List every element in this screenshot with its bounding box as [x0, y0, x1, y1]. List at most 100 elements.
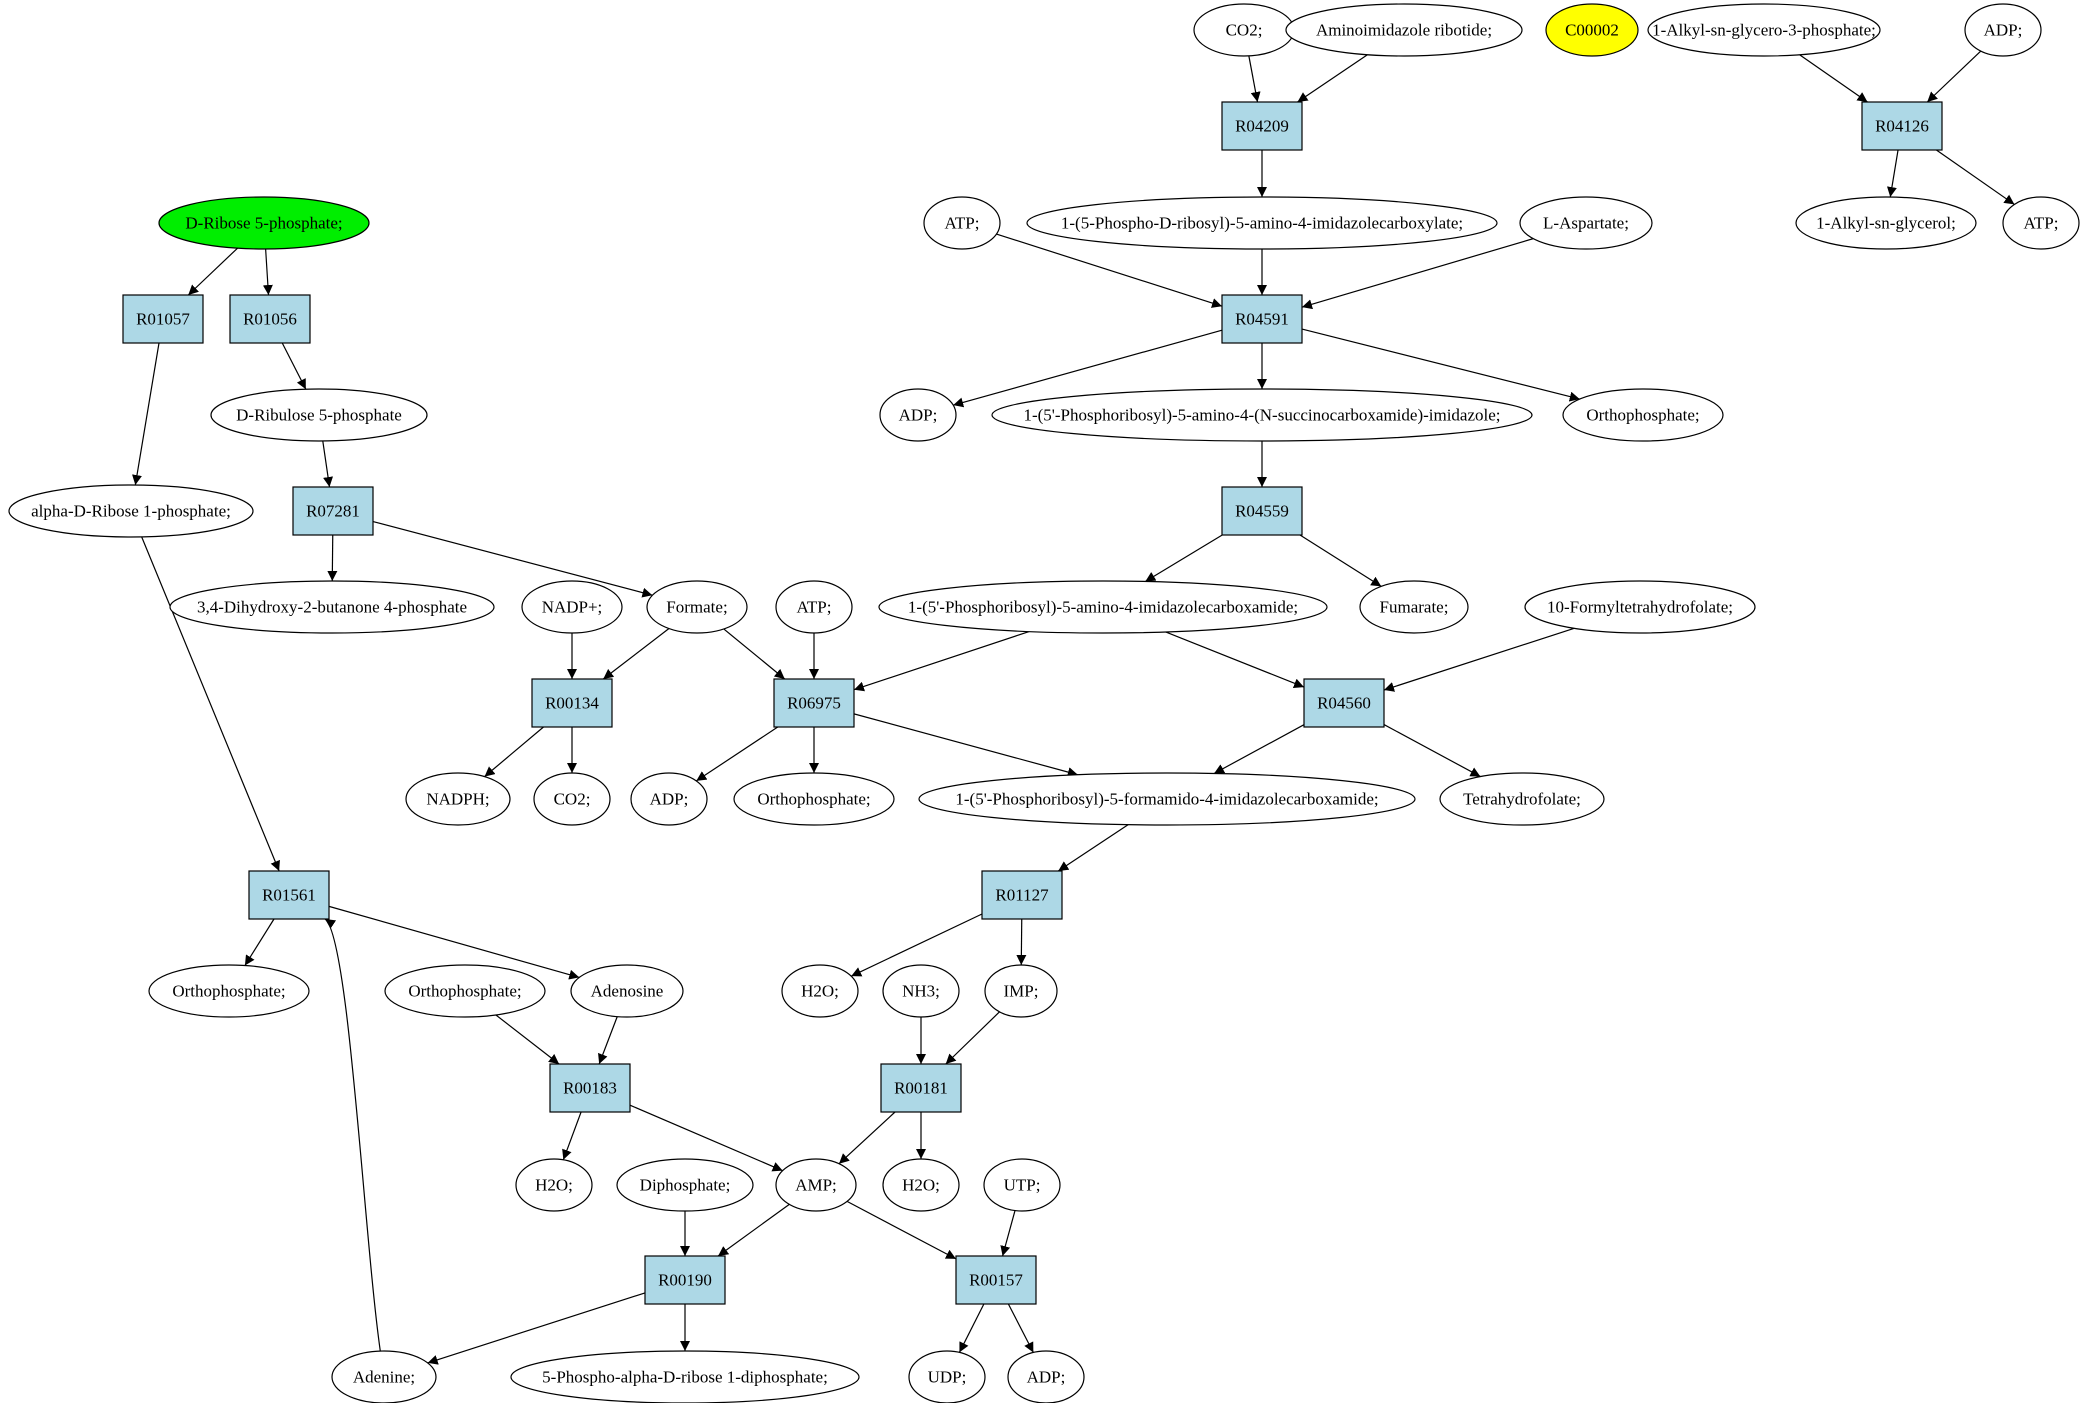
- compound-ellipse: [879, 388, 957, 442]
- compound-ellipse: [210, 388, 428, 442]
- node-label: D-Ribulose 5-phosphate: [236, 406, 402, 425]
- compound-ellipse: [646, 580, 748, 634]
- compound-node-utp[interactable]: UTP;: [983, 1158, 1061, 1212]
- node-label: UDP;: [928, 1368, 967, 1387]
- reaction-node-r00134[interactable]: R00134: [531, 678, 613, 728]
- compound-node-r5p[interactable]: D-Ribose 5-phosphate;: [158, 196, 370, 250]
- edge-faicar-to-r01127: [1057, 824, 1129, 872]
- reaction-node-r04126[interactable]: R04126: [1861, 101, 1943, 151]
- compound-ellipse: [2002, 196, 2080, 250]
- compound-node-asp[interactable]: L-Aspartate;: [1519, 196, 1653, 250]
- compound-node-udp[interactable]: UDP;: [908, 1350, 986, 1403]
- reaction-node-r01561[interactable]: R01561: [248, 870, 330, 920]
- node-label: R00157: [969, 1271, 1023, 1290]
- node-label: 1-Alkyl-sn-glycero-3-phosphate;: [1652, 21, 1876, 40]
- reaction-node-r01057[interactable]: R01057: [122, 294, 204, 344]
- compound-ellipse: [515, 1158, 593, 1212]
- node-label: 1-(5'-Phosphoribosyl)-5-amino-4-(N-succi…: [1023, 406, 1500, 425]
- edge-r04126-to-alkylglycerol: [1886, 149, 1899, 198]
- compound-node-h2o-3[interactable]: H2O;: [882, 1158, 960, 1212]
- reaction-node-r00190[interactable]: R00190: [644, 1255, 726, 1305]
- compound-node-ppi[interactable]: Diphosphate;: [616, 1158, 754, 1212]
- compound-node-atp-2[interactable]: ATP;: [775, 580, 853, 634]
- compound-node-imp[interactable]: IMP;: [984, 964, 1058, 1018]
- compound-node-co2-top[interactable]: CO2;: [1193, 3, 1295, 57]
- compound-node-formate[interactable]: Formate;: [646, 580, 748, 634]
- node-label: R04559: [1235, 502, 1289, 521]
- compound-node-air[interactable]: Aminoimidazole ribotide;: [1285, 3, 1523, 57]
- reaction-node-r04591[interactable]: R04591: [1221, 294, 1303, 344]
- node-label: R01127: [995, 886, 1049, 905]
- node-label: R04209: [1235, 117, 1289, 136]
- compound-node-a1p[interactable]: alpha-D-Ribose 1-phosphate;: [8, 484, 254, 538]
- compound-node-nadph[interactable]: NADPH;: [405, 772, 511, 826]
- compound-node-thf[interactable]: Tetrahydrofolate;: [1439, 772, 1605, 826]
- edge-r00183-to-h2o-2: [562, 1111, 582, 1161]
- compound-node-atp-tr[interactable]: ATP;: [2002, 196, 2080, 250]
- compound-ellipse: [923, 196, 1001, 250]
- compound-node-adenosine[interactable]: Adenosine: [570, 964, 684, 1018]
- reaction-node-r06975[interactable]: R06975: [773, 678, 855, 728]
- compound-node-nadp[interactable]: NADP+;: [521, 580, 623, 634]
- compound-node-amp[interactable]: AMP;: [775, 1158, 857, 1212]
- reaction-box: [1303, 678, 1385, 728]
- compound-node-aicar[interactable]: 1-(5'-Phosphoribosyl)-5-amino-4-imidazol…: [878, 580, 1328, 634]
- compound-node-adp-2[interactable]: ADP;: [630, 772, 708, 826]
- compound-node-alkylg3p[interactable]: 1-Alkyl-sn-glycero-3-phosphate;: [1647, 3, 1881, 57]
- reaction-node-r01127[interactable]: R01127: [981, 870, 1063, 920]
- node-label: Adenosine: [591, 982, 664, 1001]
- node-label: NADPH;: [426, 790, 489, 809]
- reaction-box: [1221, 486, 1303, 536]
- compound-node-saicar[interactable]: 1-(5'-Phosphoribosyl)-5-amino-4-(N-succi…: [991, 388, 1533, 442]
- compound-ellipse: [405, 772, 511, 826]
- compound-node-pi-3[interactable]: Orthophosphate;: [148, 964, 310, 1018]
- compound-node-adp-1[interactable]: ADP;: [879, 388, 957, 442]
- compound-node-pi-2[interactable]: Orthophosphate;: [733, 772, 895, 826]
- compound-node-adp-top[interactable]: ADP;: [1964, 3, 2042, 57]
- reaction-node-r00181[interactable]: R00181: [880, 1063, 962, 1113]
- node-label: NADP+;: [542, 598, 603, 617]
- compound-node-alkylglycerol[interactable]: 1-Alkyl-sn-glycerol;: [1795, 196, 1977, 250]
- reaction-node-r01056[interactable]: R01056: [229, 294, 311, 344]
- compound-node-dhbp[interactable]: 3,4-Dihydroxy-2-butanone 4-phosphate: [169, 580, 495, 634]
- compound-node-ru5p[interactable]: D-Ribulose 5-phosphate: [210, 388, 428, 442]
- compound-node-pi-4[interactable]: Orthophosphate;: [384, 964, 546, 1018]
- reaction-box: [1221, 294, 1303, 344]
- compound-node-fthf[interactable]: 10-Formyltetrahydrofolate;: [1524, 580, 1756, 634]
- edge-fthf-to-r04560: [1383, 627, 1575, 692]
- node-label: 1-Alkyl-sn-glycerol;: [1816, 214, 1956, 233]
- node-label: Orthophosphate;: [172, 982, 285, 1001]
- compound-node-adenine[interactable]: Adenine;: [331, 1350, 437, 1403]
- compound-ellipse: [1359, 580, 1469, 634]
- reaction-node-r07281[interactable]: R07281: [292, 486, 374, 536]
- compound-node-adp-3[interactable]: ADP;: [1007, 1350, 1085, 1403]
- edge-asp-to-r04591: [1301, 238, 1534, 310]
- edge-co2-top-to-r04209: [1248, 55, 1261, 103]
- edge-r04559-to-aicar: [1144, 534, 1223, 582]
- reaction-node-r04209[interactable]: R04209: [1221, 101, 1303, 151]
- reaction-node-r04559[interactable]: R04559: [1221, 486, 1303, 536]
- compound-node-c00002[interactable]: C00002: [1545, 3, 1639, 57]
- compound-node-faicar[interactable]: 1-(5'-Phosphoribosyl)-5-formamido-4-imid…: [918, 772, 1416, 826]
- compound-node-co2-mid[interactable]: CO2;: [533, 772, 611, 826]
- compound-node-nh3[interactable]: NH3;: [882, 964, 960, 1018]
- node-label: Fumarate;: [1380, 598, 1449, 617]
- reaction-box: [229, 294, 311, 344]
- compound-node-prpp[interactable]: 5-Phospho-alpha-D-ribose 1-diphosphate;: [510, 1350, 860, 1403]
- edge-imp-to-r00181: [945, 1011, 1000, 1065]
- edge-formate-to-r00134: [602, 628, 670, 680]
- node-label: R01561: [262, 886, 316, 905]
- compound-ellipse: [521, 580, 623, 634]
- reaction-node-r04560[interactable]: R04560: [1303, 678, 1385, 728]
- compound-node-atp-1[interactable]: ATP;: [923, 196, 1001, 250]
- compound-node-h2o-1[interactable]: H2O;: [781, 964, 859, 1018]
- compound-node-h2o-2[interactable]: H2O;: [515, 1158, 593, 1212]
- compound-node-cair[interactable]: 1-(5-Phospho-D-ribosyl)-5-amino-4-imidaz…: [1026, 196, 1498, 250]
- compound-node-pi-1[interactable]: Orthophosphate;: [1562, 388, 1724, 442]
- edge-amp-to-r00157: [846, 1200, 957, 1260]
- reaction-node-r00157[interactable]: R00157: [955, 1255, 1037, 1305]
- node-label: IMP;: [1004, 982, 1039, 1001]
- reaction-node-r00183[interactable]: R00183: [549, 1063, 631, 1113]
- compound-node-fumarate[interactable]: Fumarate;: [1359, 580, 1469, 634]
